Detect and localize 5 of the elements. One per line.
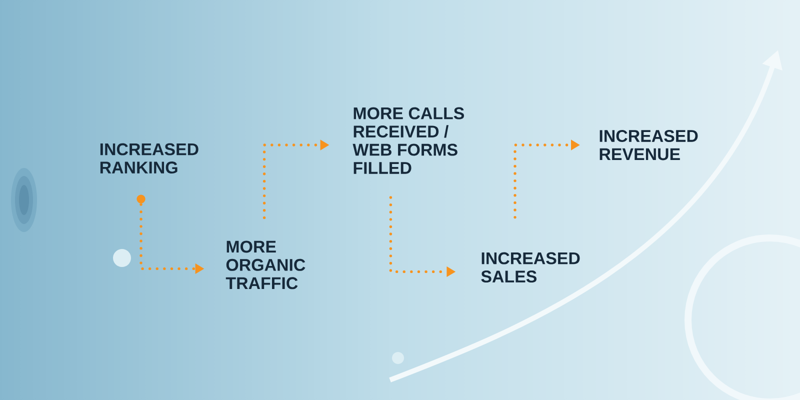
step-label: MORE CALLS RECEIVED / WEB FORMS FILLED xyxy=(352,107,464,174)
step-label: INCREASED REVENUE xyxy=(600,130,698,160)
step-label: INCREASED SALES xyxy=(481,252,580,283)
step-label: MORE ORGANIC TRAFFIC xyxy=(226,240,306,290)
step-label: INCREASED RANKING xyxy=(100,143,198,174)
